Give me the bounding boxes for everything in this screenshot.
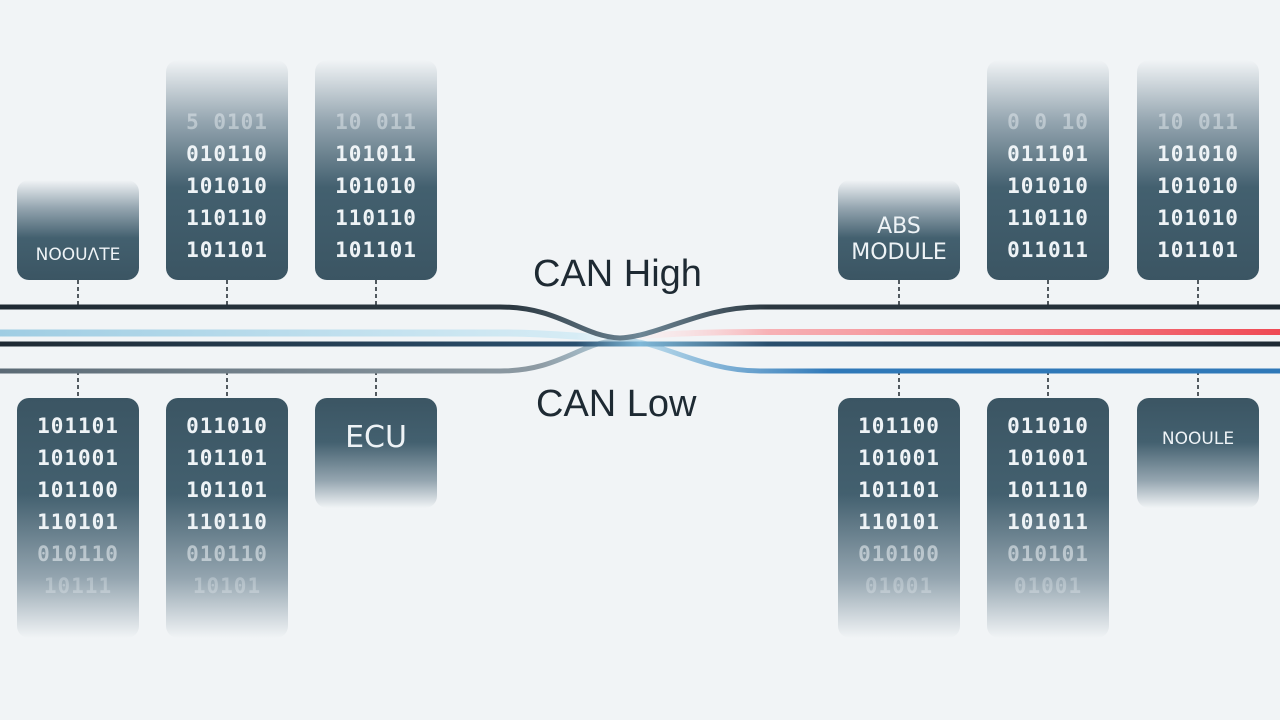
bit-row: 101101: [186, 238, 268, 262]
data-node-bottom: 101100 101001 101101 110101 010100 01001: [838, 398, 960, 638]
bit-row: 101110: [1007, 478, 1089, 502]
bit-row: 101001: [37, 446, 119, 470]
bit-row: 101100: [37, 478, 119, 502]
binary-data: 5 0101 010110 101010 110110 101101: [186, 106, 268, 266]
module-node-top: ΝOOUΛΤΕ: [17, 180, 139, 280]
bit-row: 101101: [186, 478, 268, 502]
bit-row: 10 011: [1157, 110, 1239, 134]
bit-row: 010110: [186, 542, 268, 566]
bit-row: 101001: [858, 446, 940, 470]
bit-row: 101010: [335, 174, 417, 198]
node-label: ECU: [345, 420, 407, 455]
bit-row: 101010: [1157, 174, 1239, 198]
binary-data: 011010 101001 101110 101011 010101 01001: [1007, 410, 1089, 602]
bit-row: 10111: [43, 574, 113, 598]
node-label: NOOULE: [1161, 429, 1235, 449]
bit-row: 101101: [186, 446, 268, 470]
bit-row: 101011: [1007, 510, 1089, 534]
node-label: ABS MODULE: [851, 214, 947, 265]
bit-row: 101010: [186, 174, 268, 198]
bit-row: 110110: [186, 510, 268, 534]
bit-row: 110101: [37, 510, 119, 534]
data-node-bottom: 011010 101001 101110 101011 010101 01001: [987, 398, 1109, 638]
binary-data: 10 011 101010 101010 101010 101101: [1157, 106, 1239, 266]
bit-row: 011101: [1007, 142, 1089, 166]
bit-row: 010101: [1007, 542, 1089, 566]
module-node-bottom: NOOULE: [1137, 398, 1259, 508]
binary-data: 10 011 101011 101010 110110 101101: [335, 106, 417, 266]
data-node-bottom: 011010 101101 101101 110110 010110 10101: [166, 398, 288, 638]
data-node-top: 10 011 101011 101010 110110 101101: [315, 60, 437, 280]
bit-row: 110110: [1007, 206, 1089, 230]
bit-row: 101100: [858, 414, 940, 438]
binary-data: 0 0 10 011101 101010 110110 011011: [1007, 106, 1089, 266]
can-red-wire: [599, 329, 1280, 341]
node-connectors: [77, 280, 1199, 398]
bit-row: 5 0101: [186, 110, 268, 134]
bit-row: 011011: [1007, 238, 1089, 262]
bit-row: 01001: [1013, 574, 1083, 598]
bit-row: 101010: [1157, 142, 1239, 166]
module-node-top: ABS MODULE: [838, 180, 960, 280]
bit-row: 01001: [864, 574, 934, 598]
can-light-wire: [0, 329, 640, 342]
binary-data: 011010 101101 101101 110110 010110 10101: [186, 410, 268, 602]
data-node-bottom: 101101 101001 101100 110101 010110 10111: [17, 398, 139, 638]
bit-row: 110110: [186, 206, 268, 230]
bit-row: 110101: [858, 510, 940, 534]
data-node-top: 5 0101 010110 101010 110110 101101: [166, 60, 288, 280]
binary-data: 101101 101001 101100 110101 010110 10111: [37, 410, 119, 602]
bit-row: 101011: [335, 142, 417, 166]
data-node-top: 0 0 10 011101 101010 110110 011011: [987, 60, 1109, 280]
bit-row: 011010: [1007, 414, 1089, 438]
bit-row: 101101: [335, 238, 417, 262]
bit-row: 101001: [1007, 446, 1089, 470]
node-label: ΝOOUΛΤΕ: [35, 245, 121, 265]
bit-row: 101101: [1157, 238, 1239, 262]
module-node-bottom: ECU: [315, 398, 437, 508]
bit-row: 101101: [37, 414, 119, 438]
can-low-label: CAN Low: [536, 383, 697, 425]
bit-row: 010110: [186, 142, 268, 166]
can-high-label: CAN High: [533, 253, 702, 295]
bit-row: 110110: [335, 206, 417, 230]
bit-row: 010100: [858, 542, 940, 566]
bit-row: 101010: [1157, 206, 1239, 230]
data-node-top: 10 011 101010 101010 101010 101101: [1137, 60, 1259, 280]
bit-row: 011010: [186, 414, 268, 438]
can-high-wire: [0, 304, 1280, 341]
bit-row: 10 011: [335, 110, 417, 134]
bit-row: 101010: [1007, 174, 1089, 198]
binary-data: 101100 101001 101101 110101 010100 01001: [858, 410, 940, 602]
bit-row: 10101: [192, 574, 262, 598]
bit-row: 101101: [858, 478, 940, 502]
bit-row: 0 0 10: [1007, 110, 1089, 134]
bit-row: 010110: [37, 542, 119, 566]
